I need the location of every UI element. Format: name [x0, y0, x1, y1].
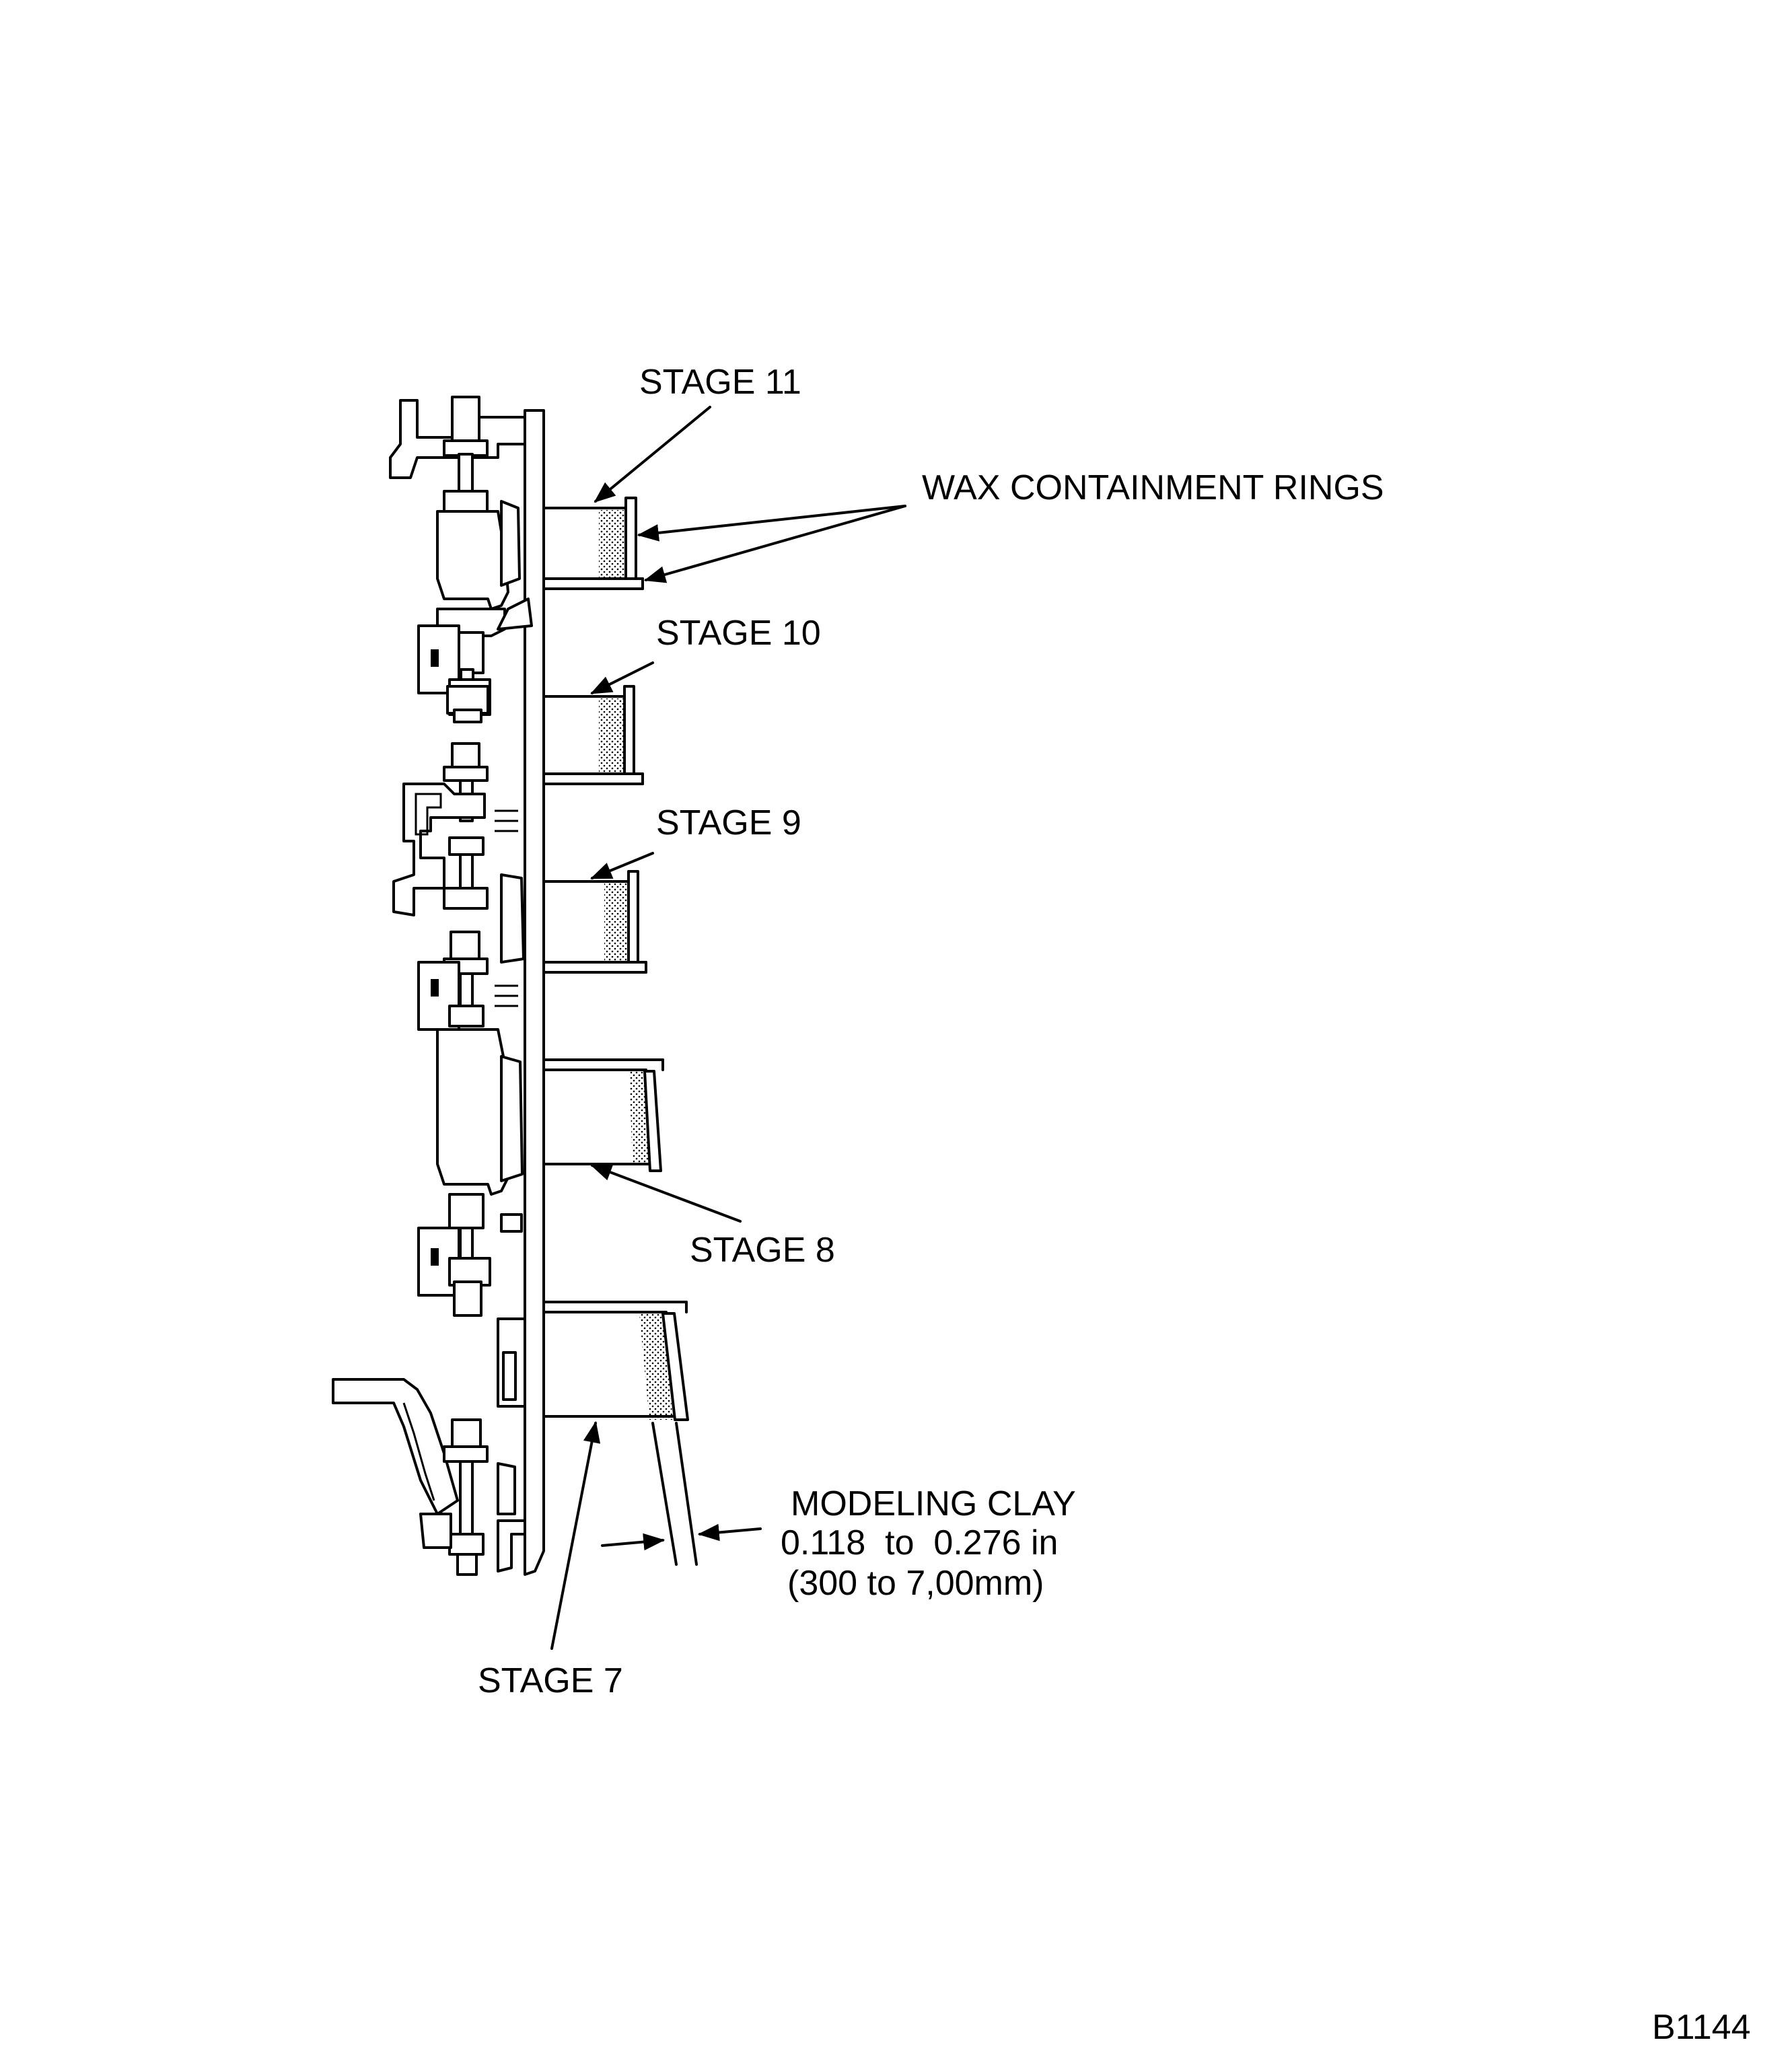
- stage-11-label: STAGE 11: [639, 363, 801, 402]
- stage-9-label: STAGE 9: [656, 803, 801, 842]
- modeling-clay-label: MODELING CLAY: [791, 1484, 1076, 1523]
- figure-id: B1144: [1652, 2008, 1751, 2047]
- stage-7-label: STAGE 7: [478, 1661, 623, 1700]
- stage-11-ring: [542, 497, 644, 590]
- stage-8-ring: [542, 1058, 664, 1172]
- clay-thickness-inches: 0.118 to 0.276 in: [781, 1523, 1058, 1562]
- stage-9-ring: [542, 870, 647, 974]
- rotor-assembly: [332, 396, 545, 1576]
- leader-lines: [550, 406, 906, 1650]
- clay-thickness-mm: (300 to 7,00mm): [787, 1564, 1044, 1603]
- stage-10-label: STAGE 10: [656, 614, 821, 653]
- wax-containment-rings-label: WAX CONTAINMENT RINGS: [922, 468, 1384, 507]
- stage-10-ring: [542, 685, 644, 785]
- stage-7-ring: [542, 1301, 698, 1566]
- stage-8-label: STAGE 8: [690, 1231, 835, 1270]
